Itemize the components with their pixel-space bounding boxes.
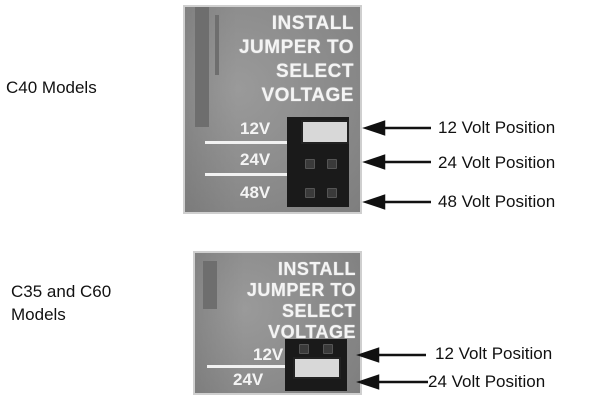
- c40-48v-label: 48V: [240, 183, 271, 202]
- c35-24v-label: 24V: [233, 370, 264, 389]
- c40-models-label: C40 Models: [6, 78, 97, 97]
- c40-silk-line-3: SELECT: [276, 61, 354, 82]
- c35-silk-line-3: SELECT: [281, 301, 356, 321]
- c35-silk-line-4: VOLTAGE: [268, 322, 356, 342]
- c40-48v-position-label: 48 Volt Position: [438, 192, 556, 211]
- c40-12v-label: 12V: [240, 119, 271, 138]
- c35-silk-line-2: JUMPER TO: [246, 280, 356, 300]
- c40-jumper-12v: [301, 120, 349, 144]
- c35-12v-label: 12V: [253, 345, 284, 364]
- c40-silk-line-4: VOLTAGE: [261, 85, 354, 106]
- c35-12v-position-label: 12 Volt Position: [435, 344, 553, 363]
- c40-24v-label: 24V: [240, 150, 271, 169]
- c40-silk-line-2: JUMPER TO: [238, 37, 354, 58]
- c40-12v-position-label: 12 Volt Position: [438, 118, 556, 137]
- c35-jumper-24v: [293, 357, 341, 379]
- c35-c60-models-label-line2: Models: [11, 305, 66, 324]
- c35-c60-models-label-line1: C35 and C60: [11, 282, 112, 301]
- c35-c60-jumper-panel-photo: INSTALL JUMPER TO SELECT VOLTAGE 12V 24V: [193, 251, 362, 395]
- c40-silk-line-1: INSTALL: [271, 13, 354, 34]
- c40-24v-position-label: 24 Volt Position: [438, 153, 556, 172]
- c35-24v-position-label: 24 Volt Position: [428, 372, 546, 391]
- c35-silk-line-1: INSTALL: [277, 259, 356, 279]
- c40-jumper-panel-photo: INSTALL JUMPER TO SELECT VOLTAGE 12V 24V…: [183, 5, 362, 214]
